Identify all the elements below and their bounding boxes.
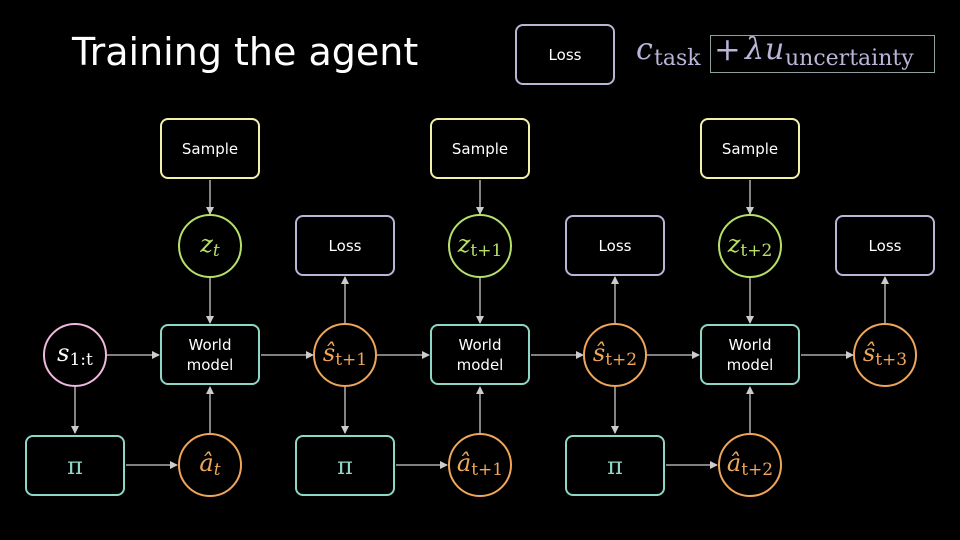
loss-label: Loss (868, 236, 902, 255)
predicted-action-node-1: ât (178, 433, 242, 497)
predicted-action-node-3: ât+2 (718, 433, 782, 497)
sample-label: Sample (721, 139, 779, 158)
eq-c-sub: task (654, 46, 701, 71)
sample-box-3: Sample (700, 118, 800, 179)
legend-loss-box: Loss (515, 24, 615, 85)
policy-box-3: π (565, 435, 665, 496)
sample-box-2: Sample (430, 118, 530, 179)
predicted-action-node-2: ât+1 (448, 433, 512, 497)
legend-loss-label: Loss (548, 45, 582, 64)
policy-symbol: π (607, 451, 623, 480)
world-model-box-1: World model (160, 324, 260, 385)
state-history-node: s1:t (43, 323, 107, 387)
sample-label: Sample (451, 139, 509, 158)
predicted-state-node-3: ŝt+3 (853, 323, 917, 387)
loss-box-3: Loss (835, 215, 935, 276)
world-model-label: World model (186, 335, 234, 374)
eq-u: u (765, 32, 785, 67)
eq-highlight-box (710, 35, 935, 73)
z-node-3: zt+2 (718, 214, 782, 278)
eq-u-sub: uncertainty (785, 46, 914, 71)
predicted-state-node-1: ŝt+1 (313, 323, 377, 387)
eq-lambda: λ (745, 32, 765, 67)
policy-box-2: π (295, 435, 395, 496)
loss-label: Loss (328, 236, 362, 255)
loss-equation: c task + λ u uncertainty (636, 30, 936, 74)
policy-symbol: π (337, 451, 353, 480)
world-model-label: World model (726, 335, 774, 374)
world-model-box-3: World model (700, 324, 800, 385)
loss-box-2: Loss (565, 215, 665, 276)
page-title: Training the agent (72, 30, 419, 74)
policy-symbol: π (67, 451, 83, 480)
z-node-1: zt (178, 214, 242, 278)
loss-box-1: Loss (295, 215, 395, 276)
z-node-2: zt+1 (448, 214, 512, 278)
predicted-state-node-2: ŝt+2 (583, 323, 647, 387)
sample-label: Sample (181, 139, 239, 158)
policy-box-1: π (25, 435, 125, 496)
world-model-label: World model (456, 335, 504, 374)
eq-c: c (636, 32, 653, 67)
world-model-box-2: World model (430, 324, 530, 385)
eq-plus: + (714, 30, 741, 68)
loss-label: Loss (598, 236, 632, 255)
sample-box-1: Sample (160, 118, 260, 179)
